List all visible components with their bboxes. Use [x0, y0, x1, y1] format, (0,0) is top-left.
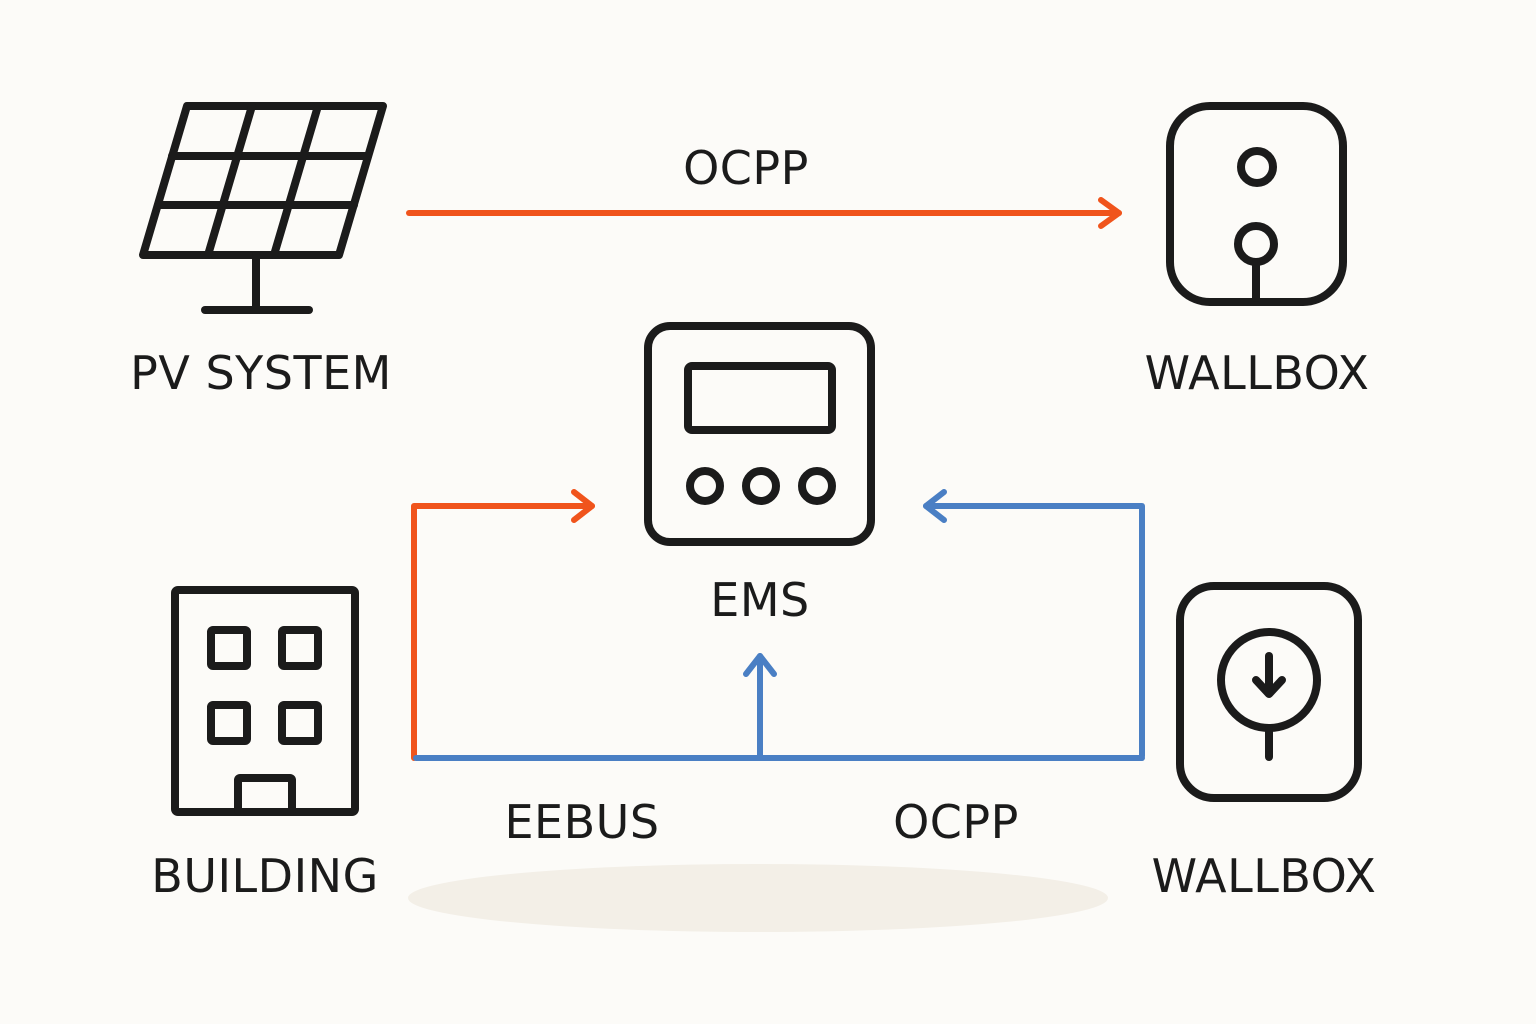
ocpp-bottom-label: OCPP — [893, 795, 1019, 849]
wallbox-top-label: WALLBOX — [1145, 346, 1370, 400]
bus-to-ems-arrowhead — [743, 653, 777, 677]
building-icon — [171, 586, 359, 816]
eebus-label: EEBUS — [504, 795, 659, 849]
pv-to-wallbox-arrow — [406, 197, 1122, 229]
wallbox-download-icon — [1176, 582, 1362, 802]
ground-shadow — [408, 864, 1108, 932]
ocpp-top-label: OCPP — [683, 141, 809, 195]
wallbox-to-ems-arrow — [923, 489, 1145, 759]
building-to-ems-arrowhead — [571, 489, 595, 523]
building-to-ems-line — [411, 503, 595, 761]
pv-to-wallbox-arrowhead — [1098, 197, 1122, 229]
pv-system-label: PV SYSTEM — [130, 346, 392, 400]
wallbox-icon — [1166, 102, 1347, 306]
wallbox-bottom-label: WALLBOX — [1152, 849, 1377, 903]
energy-manager-icon — [644, 322, 875, 546]
wallbox-to-ems-arrowhead — [923, 489, 947, 523]
ems-label: EMS — [710, 573, 809, 627]
solar-panel-icon — [139, 102, 387, 314]
bus-to-ems-arrow — [743, 653, 777, 759]
building-label: BUILDING — [151, 849, 378, 903]
building-to-ems-arrow — [411, 489, 595, 761]
wallbox-to-ems-line — [923, 503, 1145, 759]
